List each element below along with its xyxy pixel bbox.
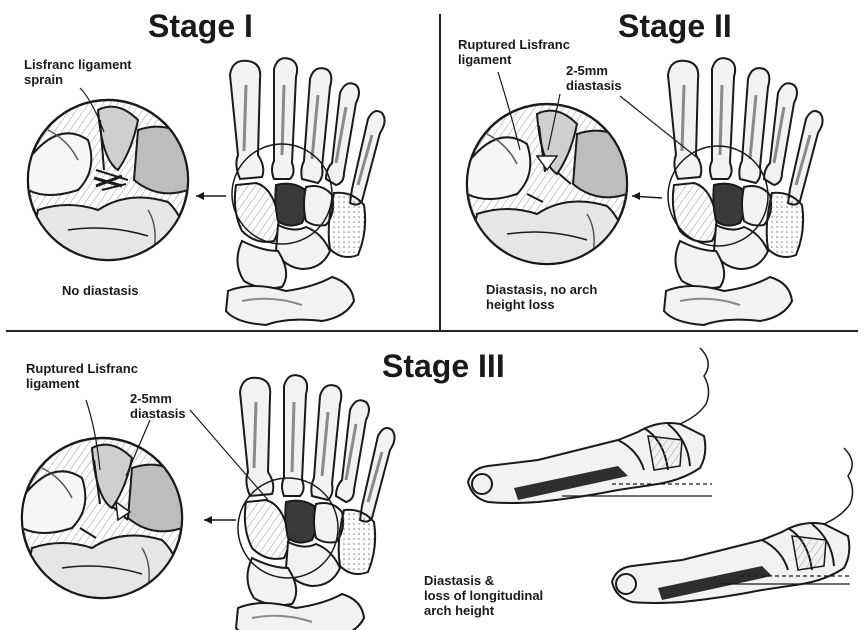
stage3-foot-drawing [236,375,395,630]
stage1-arrow-head [196,192,204,200]
stage2-foot-drawing [664,58,823,325]
stage3-caption: Diastasis & loss of longitudinal arch he… [424,574,543,619]
stage2-magnified-view [467,104,627,264]
stage3-gap-label: 2-5mm diastasis [130,392,186,422]
stage1-callout-label: Lisfranc ligament sprain [24,58,132,88]
stage2-ligament-label: Ruptured Lisfranc ligament [458,38,570,68]
stage2-gap-label: 2-5mm diastasis [566,64,622,94]
stage3-magnified-view [22,438,182,598]
stage3-arrow-head [204,516,212,524]
stage2-caption: Diastasis, no arch height loss [486,283,597,313]
stage2-arrow-head [632,192,640,200]
stage1-foot-drawing [226,58,385,325]
stage1-magnified-view [28,100,188,260]
stage3-ligament-label: Ruptured Lisfranc ligament [26,362,138,392]
stage1-caption: No diastasis [62,284,139,299]
stage3-lateral-view-normal [468,348,712,503]
